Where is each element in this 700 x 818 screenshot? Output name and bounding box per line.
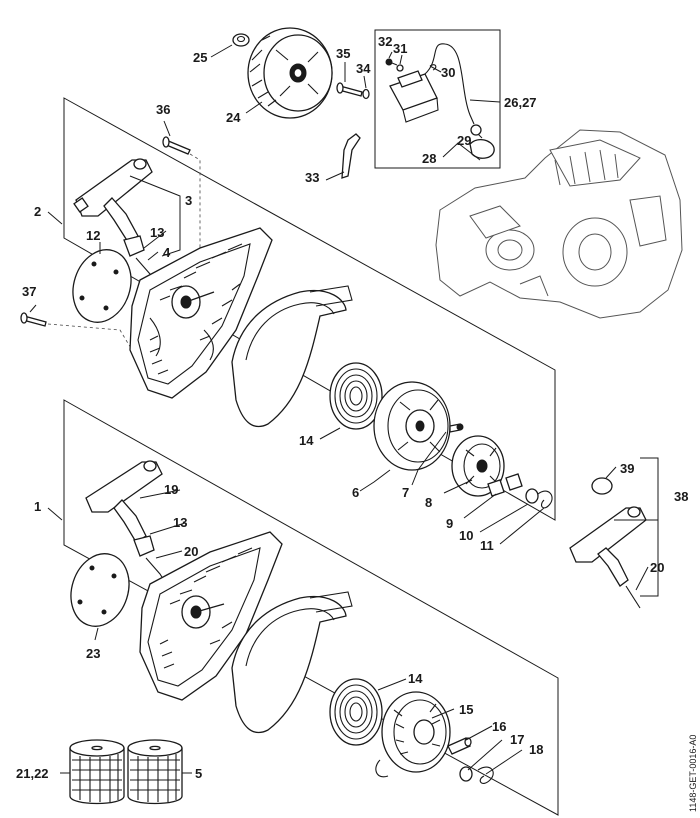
callout-12: 12 xyxy=(86,228,100,243)
ignition-module-part xyxy=(389,43,482,136)
callout-9: 9 xyxy=(446,516,453,531)
callout-7: 7 xyxy=(402,485,409,500)
callout-13-lower: 13 xyxy=(173,515,187,530)
spring-clip-part xyxy=(537,490,553,509)
washer-17-part xyxy=(459,766,473,782)
engine-housing-outline xyxy=(435,129,683,319)
flywheel-part xyxy=(247,27,333,119)
guard-plate-upper xyxy=(231,285,353,428)
cap-39-part xyxy=(591,477,613,495)
washer-34-part xyxy=(362,88,370,100)
rope-spool-5 xyxy=(127,739,183,805)
bracket-33-part xyxy=(341,133,361,179)
callout-8: 8 xyxy=(425,495,432,510)
callout-20-lower: 20 xyxy=(184,544,198,559)
pawls-part xyxy=(487,473,523,497)
callout-10: 10 xyxy=(459,528,473,543)
pawl-carrier-part xyxy=(451,435,505,497)
leader-lines xyxy=(29,44,659,775)
callout-36: 36 xyxy=(156,102,170,117)
callout-16: 16 xyxy=(492,719,506,734)
callout-14-lower: 14 xyxy=(408,671,423,686)
callout-24: 24 xyxy=(226,110,241,125)
callout-21-22: 21,22 xyxy=(16,766,49,781)
lower-group-frame xyxy=(63,399,559,816)
fan-housing-lower xyxy=(139,531,283,701)
rope-spool-21-22 xyxy=(69,739,125,805)
screw-31-part xyxy=(396,64,404,72)
callout-2: 2 xyxy=(34,204,41,219)
rope-rotor-upper xyxy=(373,381,451,471)
drawing-code: 1148-GET-0016-A0 xyxy=(688,735,698,812)
washer-10-part xyxy=(525,488,539,504)
callout-11: 11 xyxy=(480,538,494,553)
callout-37: 37 xyxy=(22,284,36,299)
cover-plate-lower xyxy=(70,553,130,627)
screw-32-part xyxy=(385,58,398,66)
callout-34: 34 xyxy=(356,61,371,76)
callout-1: 1 xyxy=(34,499,41,514)
screw-7-part xyxy=(449,423,464,433)
callout-4: 4 xyxy=(163,245,171,260)
callout-3: 3 xyxy=(185,193,192,208)
callout-20-spare: 20 xyxy=(650,560,664,575)
screw-35-part xyxy=(336,82,363,97)
callout-19: 19 xyxy=(164,482,178,497)
callout-30: 30 xyxy=(441,65,455,80)
ignition-lead-connector xyxy=(469,138,495,159)
callout-6: 6 xyxy=(352,485,359,500)
callout-31: 31 xyxy=(393,41,407,56)
callout-32: 32 xyxy=(378,34,392,49)
callout-5: 5 xyxy=(195,766,202,781)
cover-plate-part xyxy=(72,249,132,323)
upper-group-frame xyxy=(63,97,556,521)
screw-37-part xyxy=(20,312,47,327)
callout-15: 15 xyxy=(459,702,473,717)
nut-part xyxy=(232,33,250,47)
callout-25: 25 xyxy=(193,50,207,65)
spare-grip-part xyxy=(569,506,647,609)
callout-29: 29 xyxy=(457,133,471,148)
screw-36-part xyxy=(162,136,191,155)
callout-14-upper: 14 xyxy=(299,433,314,448)
pin-16-part xyxy=(447,737,472,755)
fan-housing-upper xyxy=(129,227,273,399)
starter-grip-lower-part xyxy=(85,460,163,543)
callout-18: 18 xyxy=(529,742,543,757)
callout-labels: 25 24 35 34 32 31 30 26,27 29 28 33 36 2… xyxy=(16,34,688,781)
callout-39: 39 xyxy=(620,461,634,476)
callout-38: 38 xyxy=(674,489,688,504)
callout-13-upper: 13 xyxy=(150,225,164,240)
callout-17: 17 xyxy=(510,732,524,747)
callout-28: 28 xyxy=(422,151,436,166)
rewind-spring-upper xyxy=(329,362,383,430)
callout-35: 35 xyxy=(336,46,350,61)
ignition-box-frame xyxy=(374,29,501,169)
guard-plate-lower xyxy=(231,591,353,734)
spring-clip-lower-part xyxy=(477,766,494,784)
callout-23: 23 xyxy=(86,646,100,661)
rewind-spring-lower xyxy=(329,678,383,746)
callout-33: 33 xyxy=(305,170,319,185)
callout-26-27: 26,27 xyxy=(504,95,537,110)
rope-rotor-lower xyxy=(375,691,451,778)
